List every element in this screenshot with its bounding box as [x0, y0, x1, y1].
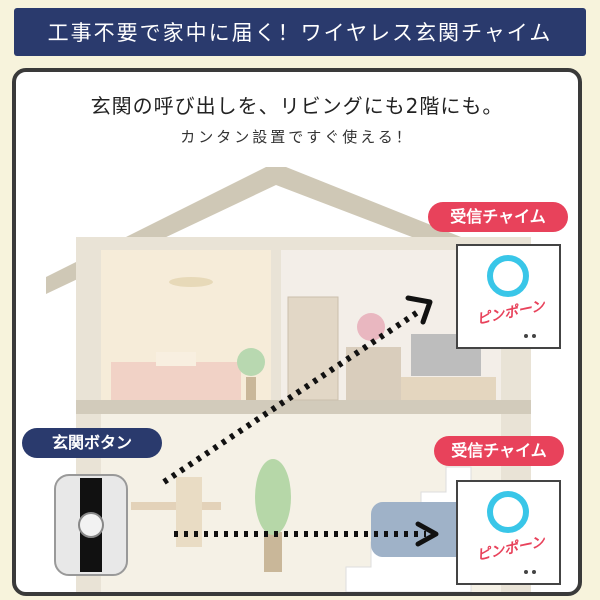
subline: カンタン設置ですぐ使える！: [180, 128, 414, 146]
chime-card-top: ピンポーン: [456, 244, 561, 349]
plant-pot-upper: [246, 377, 256, 400]
arrow-icon: [415, 521, 439, 547]
button-label: 玄関ボタン: [22, 428, 162, 458]
receiver-label-bottom: 受信チャイム: [434, 436, 564, 466]
top-banner: 工事不要で家中に届く！ワイヤレス玄関チャイム: [14, 8, 586, 56]
chime-ring-icon: [487, 491, 536, 574]
chime-ring-icon: [487, 255, 536, 338]
plant-upper: [237, 348, 265, 376]
tv-stand: [401, 377, 496, 400]
banner-title: 工事不要で家中に届く！ワイヤレス玄関チャイム: [47, 21, 553, 45]
plant-lower: [255, 459, 291, 535]
chair: [176, 477, 202, 547]
doorbell-button-icon: [54, 474, 128, 576]
roof: [46, 167, 561, 294]
illustration-panel: 玄関の呼び出しを、リビングにも2階にも。 カンタン設置ですぐ使える！: [12, 68, 582, 596]
flowers: [357, 313, 385, 341]
bed: [111, 362, 241, 400]
upper-door: [287, 296, 339, 401]
receiver-label-top: 受信チャイム: [428, 202, 568, 232]
plant-pot-lower: [264, 532, 282, 572]
pillow: [156, 352, 196, 366]
arrow-to-upper-chime: [162, 307, 423, 485]
headline: 玄関の呼び出しを、リビングにも2階にも。: [90, 94, 504, 118]
dresser: [346, 347, 401, 400]
arrow-icon: [405, 295, 433, 325]
sofa: [371, 502, 471, 557]
floor-slab: [76, 400, 531, 414]
ceiling-lamp: [169, 277, 213, 287]
chime-card-bottom: ピンポーン: [456, 480, 561, 585]
